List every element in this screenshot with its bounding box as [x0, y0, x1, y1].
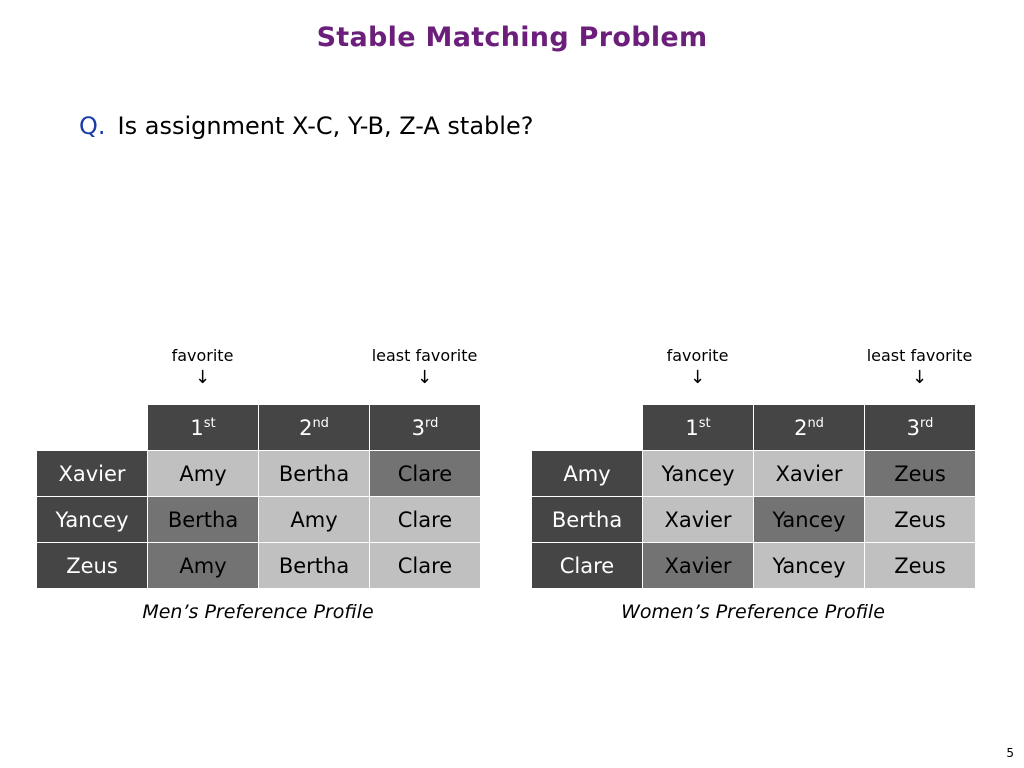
column-header-3: 3rd — [369, 404, 481, 451]
column-header-2: 2nd — [753, 404, 865, 451]
pref-cell: Zeus — [864, 542, 976, 589]
question-text: Is assignment X-C, Y-B, Z-A stable? — [117, 112, 534, 140]
pref-cell: Bertha — [147, 496, 259, 543]
pref-cell: Xavier — [642, 542, 754, 589]
pref-cell: Yancey — [753, 542, 865, 589]
least-favorite-label: least favorite — [866, 346, 973, 365]
table-corner — [36, 404, 148, 451]
table-row: Bertha Xavier Yancey Zeus — [531, 496, 976, 543]
row-name: Yancey — [36, 496, 148, 543]
pref-cell: Xavier — [753, 450, 865, 497]
favorite-annotation: favorite ↓ — [147, 346, 258, 389]
favorite-label: favorite — [666, 346, 729, 365]
pref-cell: Bertha — [258, 450, 370, 497]
row-name: Zeus — [36, 542, 148, 589]
pref-cell: Amy — [147, 450, 259, 497]
pref-cell: Clare — [369, 450, 481, 497]
favorite-annotation: favorite ↓ — [642, 346, 753, 389]
pref-cell: Yancey — [642, 450, 754, 497]
down-arrow-icon: ↓ — [911, 367, 928, 388]
row-name: Xavier — [36, 450, 148, 497]
column-header-2: 2nd — [258, 404, 370, 451]
pref-cell: Yancey — [753, 496, 865, 543]
row-name: Clare — [531, 542, 643, 589]
column-header-1: 1st — [642, 404, 754, 451]
least-favorite-annotation: least favorite ↓ — [840, 346, 999, 389]
men-preference-table: 1st 2nd 3rd Xavier Amy Bertha Clare Yanc… — [36, 404, 481, 589]
down-arrow-icon: ↓ — [416, 367, 433, 388]
question: Q. Is assignment X-C, Y-B, Z-A stable? — [79, 112, 533, 140]
favorite-label: favorite — [171, 346, 234, 365]
table-row: Clare Xavier Yancey Zeus — [531, 542, 976, 589]
least-favorite-annotation: least favorite ↓ — [345, 346, 504, 389]
table-row: Amy Yancey Xavier Zeus — [531, 450, 976, 497]
table-row: Yancey Bertha Amy Clare — [36, 496, 481, 543]
down-arrow-icon: ↓ — [194, 367, 211, 388]
pref-cell: Zeus — [864, 450, 976, 497]
table-header-row: 1st 2nd 3rd — [36, 404, 481, 451]
down-arrow-icon: ↓ — [689, 367, 706, 388]
pref-cell: Amy — [258, 496, 370, 543]
pref-cell: Xavier — [642, 496, 754, 543]
pref-cell: Clare — [369, 542, 481, 589]
column-header-3: 3rd — [864, 404, 976, 451]
men-caption: Men’s Preference Profile — [142, 601, 374, 623]
women-caption: Women’s Preference Profile — [621, 601, 885, 623]
column-header-1: 1st — [147, 404, 259, 451]
table-row: Xavier Amy Bertha Clare — [36, 450, 481, 497]
question-label: Q. — [79, 112, 106, 140]
page-number: 5 — [1006, 746, 1014, 760]
row-name: Bertha — [531, 496, 643, 543]
pref-cell: Clare — [369, 496, 481, 543]
women-preference-table: 1st 2nd 3rd Amy Yancey Xavier Zeus Berth… — [531, 404, 976, 589]
table-corner — [531, 404, 643, 451]
row-name: Amy — [531, 450, 643, 497]
slide-title: Stable Matching Problem — [316, 22, 708, 53]
pref-cell: Bertha — [258, 542, 370, 589]
table-header-row: 1st 2nd 3rd — [531, 404, 976, 451]
pref-cell: Amy — [147, 542, 259, 589]
least-favorite-label: least favorite — [371, 346, 478, 365]
table-row: Zeus Amy Bertha Clare — [36, 542, 481, 589]
pref-cell: Zeus — [864, 496, 976, 543]
